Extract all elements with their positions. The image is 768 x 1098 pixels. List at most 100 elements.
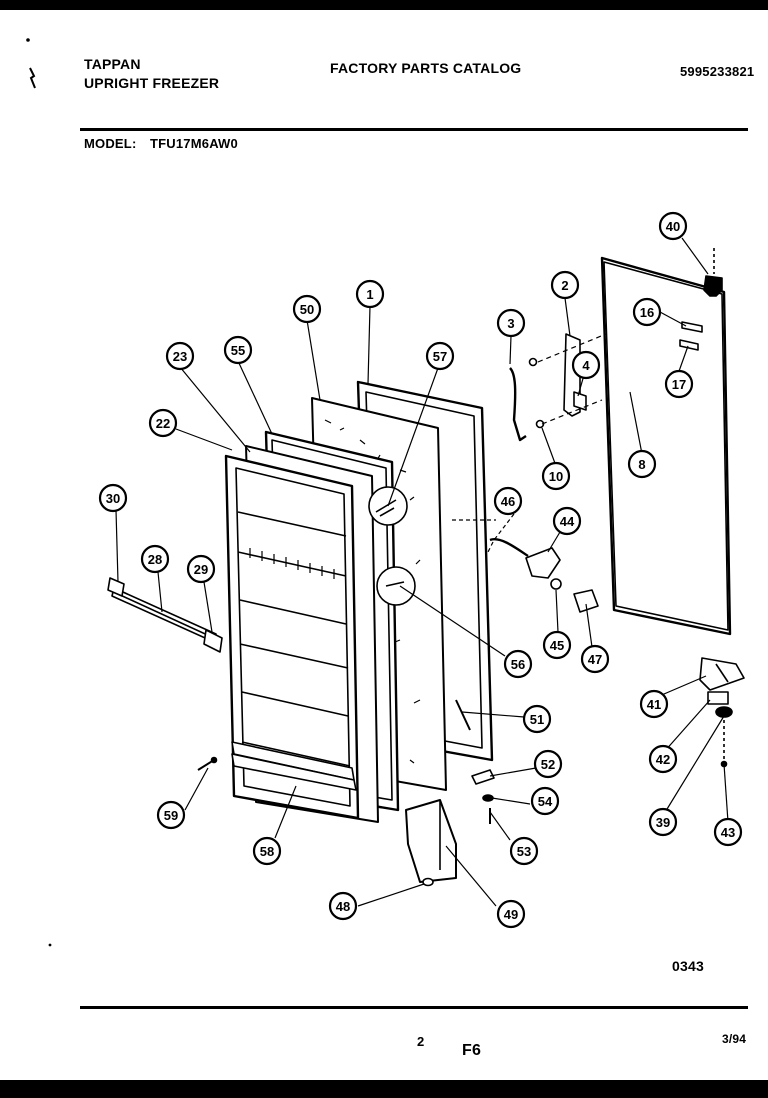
callout-number: 46 (501, 494, 515, 509)
callout-number: 23 (173, 349, 187, 364)
callout-22: 22 (148, 408, 178, 438)
handle-end-cap-part-30 (107, 577, 125, 597)
callout-circle (552, 506, 582, 536)
callout-circle (541, 461, 571, 491)
callout-51: 51 (522, 704, 552, 734)
leader-lines (115, 237, 729, 907)
callout-circle (328, 891, 358, 921)
callout-circle (632, 297, 662, 327)
model-label: MODEL: (84, 136, 137, 151)
product-name: UPRIGHT FREEZER (84, 75, 220, 91)
bottom-hinge-part-41 (699, 657, 745, 691)
callout-3: 3 (496, 308, 526, 338)
callout-23: 23 (165, 341, 195, 371)
callout-number: 3 (507, 316, 514, 331)
header-rule (80, 128, 748, 131)
callout-56: 56 (503, 649, 533, 679)
catalog-title: FACTORY PARTS CATALOG (330, 60, 522, 76)
callout-number: 1 (366, 287, 373, 302)
page-number: 2 (417, 1034, 425, 1049)
catalog-part-number: 5995233821 (680, 64, 755, 79)
callout-28: 28 (140, 544, 170, 574)
callout-circle (580, 644, 610, 674)
callout-circle (550, 270, 580, 300)
screw-part-48 (422, 877, 434, 887)
callout-2: 2 (550, 270, 580, 300)
outer-door-assembly (600, 256, 732, 636)
door-handle-part-28 (111, 587, 217, 643)
callout-circle (648, 744, 678, 774)
callout-1: 1 (355, 279, 385, 309)
callout-number: 40 (666, 219, 680, 234)
callout-circle (658, 211, 688, 241)
callout-4: 4 (571, 350, 601, 380)
callout-circle (533, 749, 563, 779)
hinge-spacer-part-42 (707, 691, 729, 705)
screw-part-52 (471, 769, 495, 785)
washer-part-54 (482, 794, 494, 802)
bottom-trim-part-58 (231, 741, 357, 791)
callout-circle (252, 836, 282, 866)
callout-number: 59 (164, 808, 178, 823)
callout-number: 55 (231, 343, 245, 358)
label-part-16 (681, 321, 703, 333)
callout-number: 28 (148, 552, 162, 567)
callout-number: 4 (582, 358, 590, 373)
callout-circle (493, 486, 523, 516)
callout-circle (496, 899, 526, 929)
footer-rule (80, 1006, 748, 1009)
callout-circle (186, 554, 216, 584)
callout-57: 57 (425, 341, 455, 371)
callout-number: 17 (672, 377, 686, 392)
callout-16: 16 (632, 297, 662, 327)
callout-number: 49 (504, 907, 518, 922)
revision-date: 3/94 (722, 1032, 747, 1046)
callout-40: 40 (658, 211, 688, 241)
callout-circle (223, 335, 253, 365)
callout-59: 59 (156, 800, 186, 830)
callout-circle (639, 689, 669, 719)
label-part-17 (679, 339, 699, 351)
model-number: TFU17M6AW0 (150, 136, 238, 151)
callout-42: 42 (648, 744, 678, 774)
callout-number: 47 (588, 652, 602, 667)
callout-41: 41 (639, 689, 669, 719)
callout-number: 39 (656, 815, 670, 830)
latch-bracket-part-46 (489, 538, 529, 557)
scan-marks (26, 38, 52, 947)
callout-number: 29 (194, 562, 208, 577)
callout-45: 45 (542, 630, 572, 660)
callout-circle (713, 817, 743, 847)
callout-number: 51 (530, 712, 544, 727)
callout-8: 8 (627, 449, 657, 479)
hinge-pin-part-43 (720, 720, 728, 768)
callout-10: 10 (541, 461, 571, 491)
spacer-part-4 (573, 391, 587, 411)
callout-circle (648, 807, 678, 837)
callout-54: 54 (530, 786, 560, 816)
callout-circle (496, 308, 526, 338)
callout-53: 53 (509, 836, 539, 866)
callout-44: 44 (552, 506, 582, 536)
callout-47: 47 (580, 644, 610, 674)
seal-strip-part-51 (455, 699, 471, 731)
callout-52: 52 (533, 749, 563, 779)
bottom-scan-border (0, 1080, 768, 1098)
callout-circle (503, 649, 533, 679)
callout-number: 52 (541, 757, 555, 772)
brand-name: TAPPAN (84, 56, 141, 72)
callout-number: 30 (106, 491, 120, 506)
hinge-pin-part-3 (509, 367, 527, 442)
callout-number: 53 (517, 844, 531, 859)
callout-circle (542, 630, 572, 660)
callout-circle (156, 800, 186, 830)
callout-17: 17 (664, 369, 694, 399)
callout-circle (522, 704, 552, 734)
callout-50: 50 (292, 294, 322, 324)
callout-circle (627, 449, 657, 479)
toe-grille-part-49 (405, 799, 457, 883)
hinge-bushing-part-40 (703, 248, 723, 297)
callout-number: 8 (638, 457, 645, 472)
callout-number: 57 (433, 349, 447, 364)
handle-end-cap-part-29 (203, 629, 223, 653)
